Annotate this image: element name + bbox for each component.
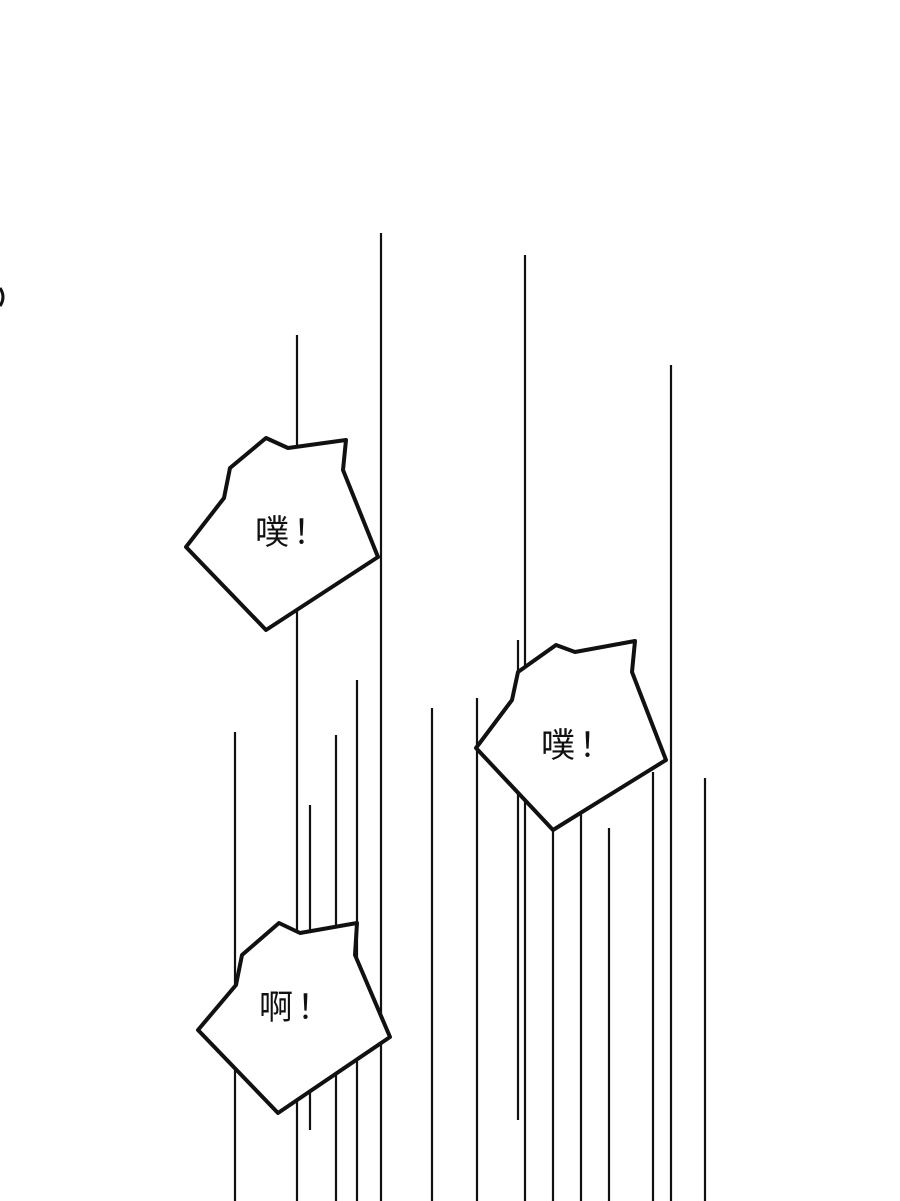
sfx-text-2: 噗！ bbox=[541, 726, 617, 766]
burst-bubble bbox=[474, 639, 668, 832]
sfx-text-1: 噗！ bbox=[255, 513, 331, 553]
burst-bubble bbox=[184, 436, 380, 632]
sfx-text-3: 啊！ bbox=[259, 988, 335, 1028]
burst-bubbles bbox=[184, 436, 668, 1115]
partial-edge-mark bbox=[0, 287, 5, 307]
burst-bubble bbox=[196, 921, 392, 1115]
